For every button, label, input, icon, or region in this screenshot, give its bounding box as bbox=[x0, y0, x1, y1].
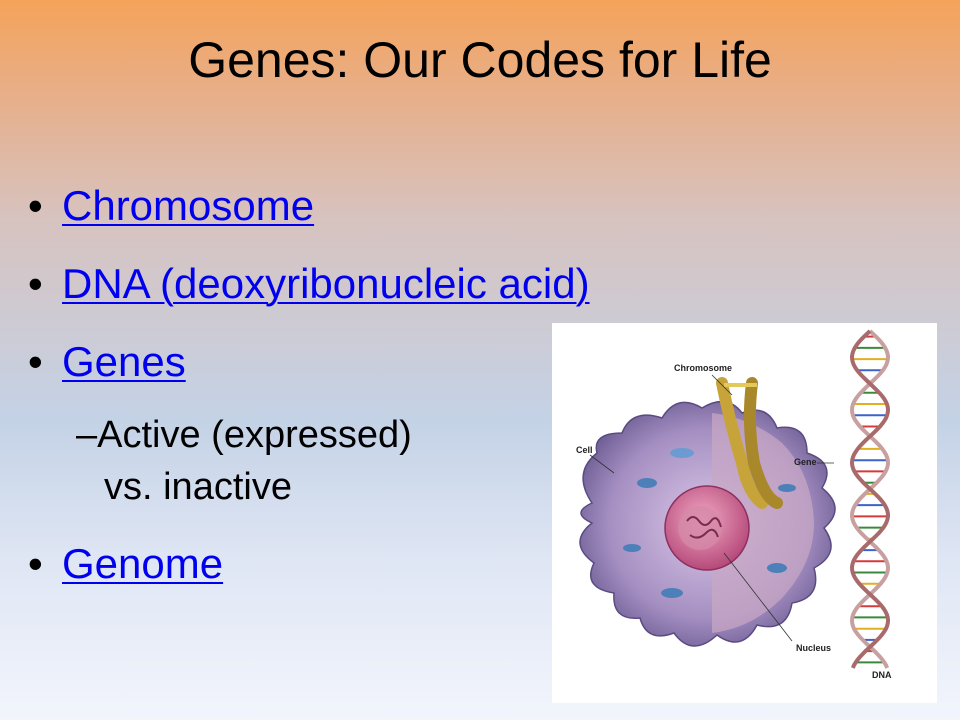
organelle bbox=[661, 588, 683, 598]
sub-bullet-dash: – bbox=[76, 414, 98, 456]
label-cell: Cell bbox=[576, 445, 593, 455]
organelle bbox=[637, 478, 657, 488]
sub-bullet-active: –Active (expressed) bbox=[76, 410, 412, 460]
label-dna: DNA bbox=[872, 670, 892, 680]
label-line-nucleus bbox=[723, 552, 793, 642]
bullet-dot: • bbox=[28, 540, 43, 587]
sub-bullet-active-cont: vs. inactive bbox=[104, 462, 292, 512]
label-chromosome: Chromosome bbox=[674, 363, 732, 373]
link-chromosome[interactable]: Chromosome bbox=[62, 182, 315, 229]
link-dna[interactable]: DNA (deoxyribonucleic acid) bbox=[62, 260, 590, 307]
bullet-genome: • Genome bbox=[28, 536, 223, 592]
bullet-dot: • bbox=[28, 260, 43, 307]
bullet-dna: • DNA (deoxyribonucleic acid) bbox=[28, 256, 590, 312]
dna-backbone bbox=[849, 329, 891, 669]
bullet-genes: • Genes bbox=[28, 334, 186, 390]
organelle bbox=[778, 484, 796, 492]
link-genome[interactable]: Genome bbox=[62, 540, 224, 587]
label-gene: Gene bbox=[794, 457, 817, 467]
cell-dna-illustration: Chromosome Cell Gene Nucleus DNA bbox=[552, 323, 937, 703]
slide-title: Genes: Our Codes for Life bbox=[188, 32, 772, 88]
bullet-dot: • bbox=[28, 182, 43, 229]
dna-backbone bbox=[849, 329, 891, 669]
label-line-chromosome bbox=[711, 374, 733, 396]
sub-bullet-line2: vs. inactive bbox=[104, 466, 292, 508]
chromosome bbox=[716, 377, 783, 509]
label-nucleus: Nucleus bbox=[796, 643, 831, 653]
dna-helix bbox=[849, 329, 891, 669]
bullet-chromosome: • Chromosome bbox=[28, 178, 314, 234]
label-line-cell bbox=[589, 454, 615, 474]
bullet-dot: • bbox=[28, 338, 43, 385]
organelle bbox=[623, 544, 641, 552]
organelle bbox=[767, 563, 787, 573]
organelle bbox=[670, 448, 694, 458]
link-genes[interactable]: Genes bbox=[62, 338, 186, 385]
illustration-svg: Chromosome Cell Gene Nucleus DNA bbox=[576, 329, 892, 680]
sub-bullet-line1: Active (expressed) bbox=[97, 414, 412, 456]
nucleolus bbox=[678, 506, 722, 550]
chromatin bbox=[686, 516, 722, 539]
